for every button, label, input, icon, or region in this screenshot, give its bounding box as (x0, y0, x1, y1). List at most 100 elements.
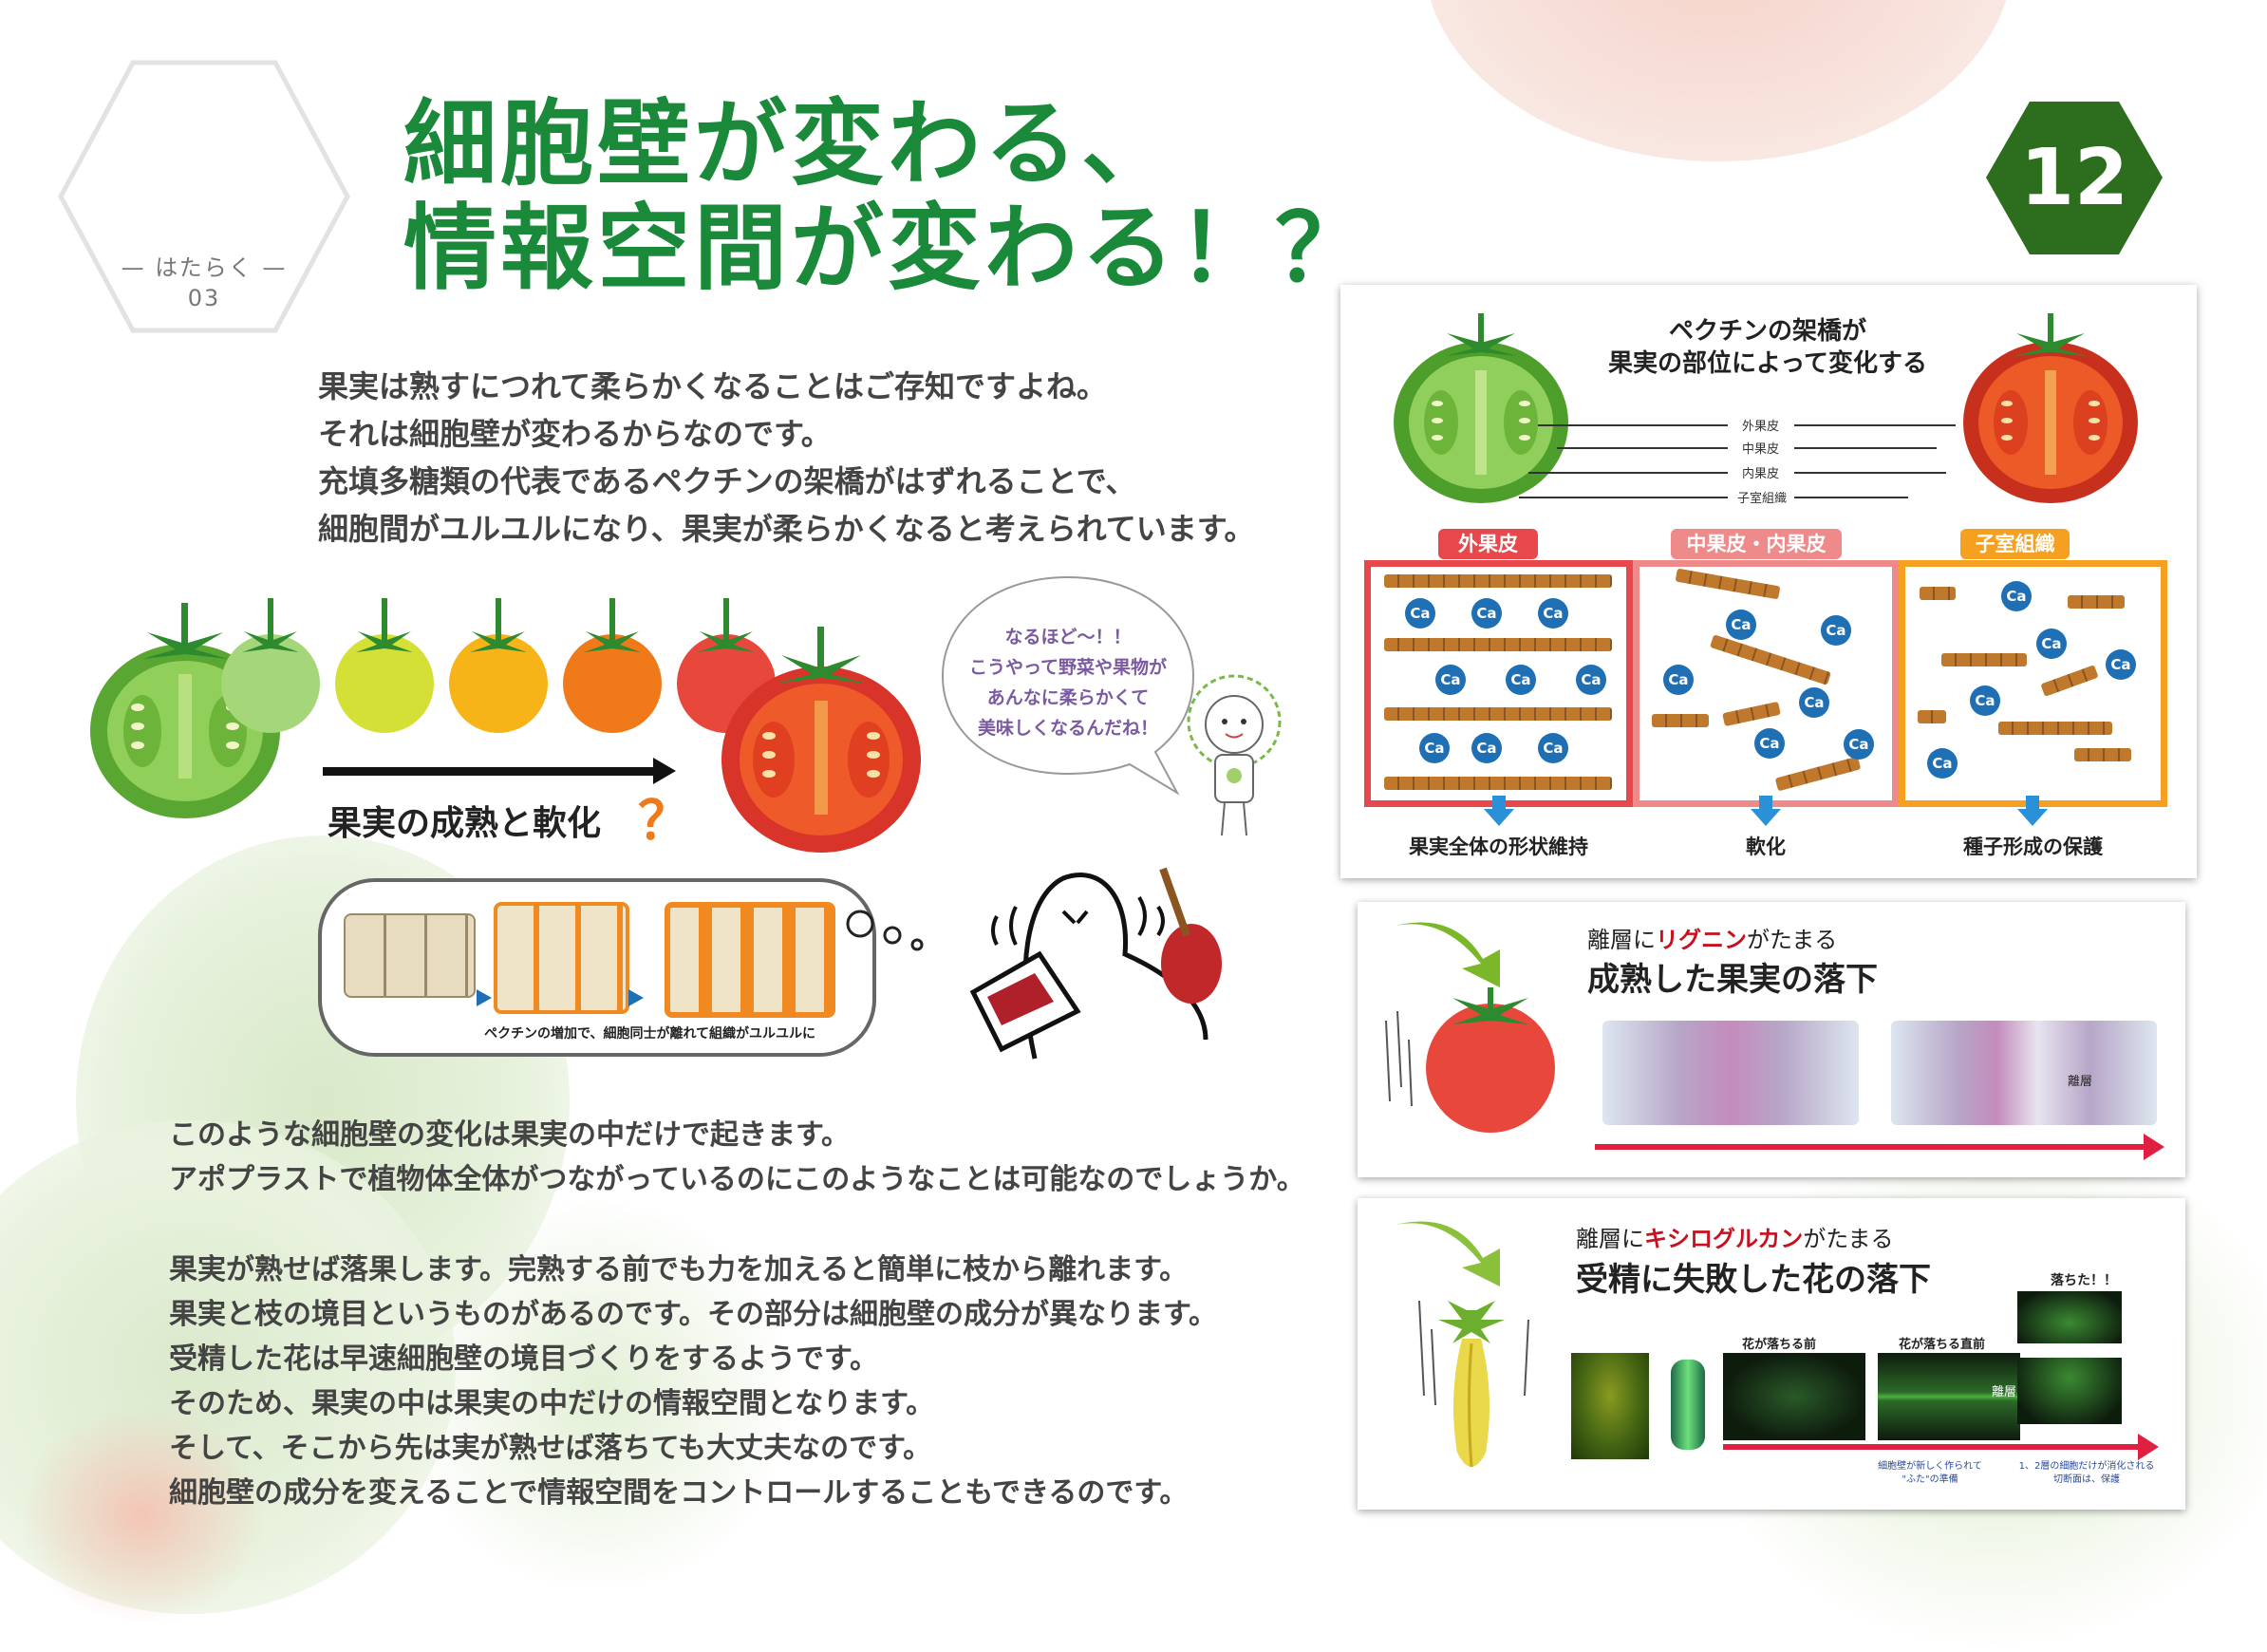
micrograph-fallen-bottom (2017, 1358, 2122, 1424)
calcium-ion: Ca (1405, 598, 1435, 629)
fruit-drop-subtitle: 離層にリグニンがたまる (1587, 927, 1838, 953)
column-tag-meso-endocarp: 中果皮・内果皮 (1671, 529, 1842, 559)
layer-label: 外果皮 (1742, 420, 1780, 434)
calcium-ion: Ca (2036, 629, 2067, 659)
pectin-chain (1384, 707, 1612, 721)
flower-note-2: 1、2層の細胞だけが消化される 切断面は、保護 (2018, 1461, 2155, 1485)
pectin-tomatoes (1394, 313, 2138, 503)
leader-line (1528, 472, 1728, 474)
pectin-chain (1918, 710, 1946, 723)
leader-line (1557, 447, 1728, 449)
tissue-loose (665, 902, 835, 1018)
thought-dots (846, 910, 924, 951)
abscission-layer-label: 離層 (2068, 1075, 2093, 1089)
calcium-ion: Ca (1726, 610, 1756, 640)
cells-caption: ペクチンの増加で、細胞同士が離れて組織がユルユルに (484, 1026, 816, 1042)
pectin-chain (1920, 587, 1956, 600)
background-tomato (1424, 0, 2013, 161)
flower-photo (1571, 1353, 1649, 1459)
tomato-ripening-illustration (90, 598, 921, 853)
layer-label: 内果皮 (1742, 467, 1780, 481)
pectin-chain (1384, 574, 1612, 588)
page-title-line1: 細胞壁が変わる、 (403, 89, 1179, 198)
pectin-chain (1652, 714, 1709, 727)
red-half-tomato (721, 627, 921, 853)
intro-line: 果実は熟すにつれて柔らかくなることはご存知ですよね。 (318, 368, 1108, 404)
layer-label: 中果皮 (1742, 442, 1780, 457)
column-caption: 種子形成の保護 (1963, 835, 2103, 858)
intro-text: 果実は熟すにつれて柔らかくなることはご存知ですよね。 それは細胞壁が変わるからな… (318, 363, 1255, 553)
calcium-ion: Ca (2106, 649, 2136, 680)
fallen-label: 落ちた！！ (2051, 1273, 2117, 1288)
just-before-drop-label: 花が落ちる直前 (1899, 1338, 1986, 1352)
calcium-ion: Ca (1754, 728, 1785, 759)
flower-note-1: 細胞壁が新しく作られて "ふた"の準備 (1878, 1461, 1982, 1485)
flower-drop-subtitle: 離層にキシログルカンがたまる (1576, 1226, 1894, 1252)
calcium-ion: Ca (1471, 598, 1502, 629)
intro-line: 細胞間がユルユルになり、果実が柔らかくなると考えられています。 (318, 511, 1255, 547)
arrow-down (2026, 796, 2039, 809)
calcium-ion: Ca (1663, 665, 1694, 695)
pectin-chain (2074, 748, 2131, 761)
calcium-ion: Ca (1927, 748, 1958, 779)
before-drop-label: 花が落ちる前 (1742, 1338, 1817, 1352)
micrograph-after (1891, 1021, 2157, 1125)
arrow-down (1484, 809, 1514, 826)
pectin-chain (1384, 777, 1612, 790)
leader-line (1538, 424, 1728, 426)
body-paragraph-1: このような細胞壁の変化は果実の中だけで起きます。 アポプラストで植物体全体がつな… (169, 1118, 1305, 1196)
calcium-ion: Ca (1844, 729, 1874, 760)
stem-3d-icon (1671, 1360, 1705, 1450)
tissue-tight (344, 913, 476, 998)
column-tag-exocarp: 外果皮 (1438, 529, 1538, 559)
speech-text: なるほど〜！！ こうやって野菜や果物が あんなに柔らかくて 美味しくなるんだね！ (968, 627, 1168, 739)
tissue-arrow (477, 989, 492, 1006)
calcium-ion: Ca (1506, 665, 1536, 695)
falling-flower-illustration (1396, 1221, 1529, 1468)
calcium-ion: Ca (1419, 733, 1450, 763)
micrograph-just-before (1878, 1353, 2020, 1440)
arrow-down (1759, 796, 1772, 809)
page-title-line2: 情報空間が変わる！？ (403, 194, 1373, 303)
micrograph-before-drop (1723, 1353, 1865, 1440)
calcium-ion: Ca (1538, 733, 1568, 763)
arrow-down (1751, 809, 1781, 826)
column-caption: 果実全体の形状維持 (1409, 835, 1588, 858)
calcium-ion: Ca (1970, 685, 2000, 716)
badge-number: 03 (187, 285, 221, 311)
calcium-ion: Ca (1821, 615, 1851, 646)
ripening-label: 果実の成熟と軟化 (328, 804, 602, 843)
body-paragraph-2: 果実が熟せば落果します。完熟する前でも力を加えると簡単に枝から離れます。 果実と… (169, 1253, 1217, 1510)
pectin-title-line1: ペクチンの架橋が (1668, 317, 1866, 346)
flower-drop-heading: 受精に失敗した花の落下 (1576, 1261, 1931, 1299)
progress-arrow (1595, 1144, 2145, 1150)
background-leaf (399, 1196, 797, 1595)
fruit-drop-heading: 成熟した果実の落下 (1587, 961, 1878, 999)
progress-arrow-head (2144, 1134, 2164, 1160)
arrow-down (1492, 796, 1506, 809)
background-tomato (19, 1405, 266, 1624)
question-mark: ？ (638, 791, 691, 853)
tissue-medium (494, 902, 629, 1014)
badge-label: — はたらく — (121, 254, 288, 281)
hexagon-badge (58, 60, 350, 333)
intro-line: それは細胞壁が変わるからなのです。 (318, 416, 832, 452)
leader-line (1794, 424, 1956, 426)
leader-line (1519, 497, 1728, 498)
leader-line (1794, 472, 1946, 474)
pectin-title-line2: 果実の部位によって変化する (1608, 349, 1927, 378)
progress-arrow-head (2138, 1434, 2159, 1460)
micrograph-before (1602, 1021, 1859, 1125)
character-illustration (1187, 674, 1282, 836)
arrow-down (2017, 809, 2048, 826)
pectin-chain (1941, 653, 2027, 666)
pectin-chain (1384, 638, 1612, 651)
page-number-hexagon (1986, 102, 2163, 254)
layer-label: 子室組織 (1737, 492, 1788, 506)
intro-line: 充填多糖類の代表であるペクチンの架橋がはずれることで、 (318, 463, 1136, 499)
speech-bubble (941, 575, 1195, 796)
leader-line (1794, 497, 1908, 498)
falling-tomato-illustration (1385, 922, 1555, 1133)
pectin-chain (1998, 722, 2112, 735)
calcium-ion: Ca (1799, 687, 1829, 718)
